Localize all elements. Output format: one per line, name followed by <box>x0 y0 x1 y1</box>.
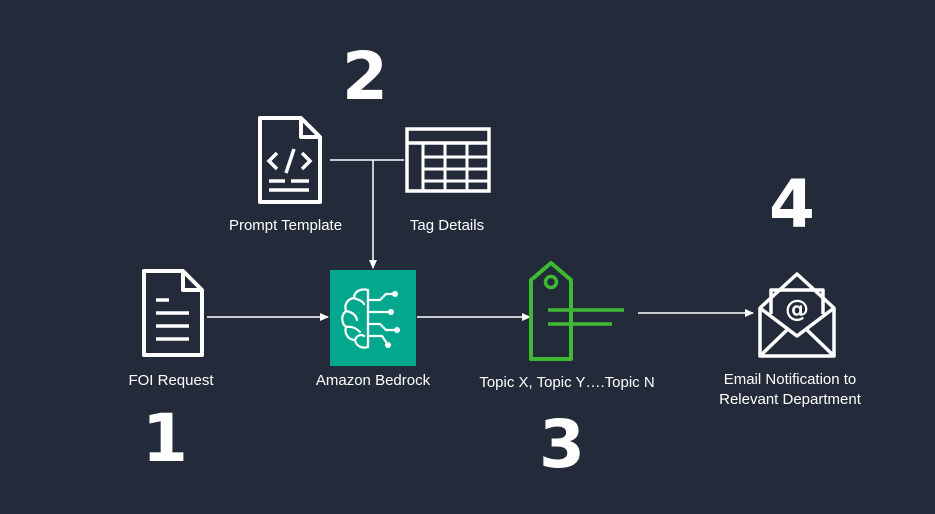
step-number-4: 4 <box>769 166 815 243</box>
step-number-1: 1 <box>142 400 188 477</box>
table-icon <box>405 127 491 193</box>
email-notification-label-line1: Email Notification to <box>723 371 857 388</box>
amazon-bedrock-label: Amazon Bedrock <box>315 372 431 389</box>
tag-icon <box>528 260 628 362</box>
code-document-icon <box>257 115 323 205</box>
email-open-icon: @ <box>757 270 837 360</box>
foi-request-label: FOI Request <box>128 372 214 389</box>
brain-circuit-icon <box>330 270 416 366</box>
prompt-template-label: Prompt Template <box>228 217 343 234</box>
step-number-3: 3 <box>539 406 585 483</box>
email-notification-label-line2: Relevant Department <box>719 391 861 408</box>
document-icon <box>141 268 205 358</box>
topics-label: Topic X, Topic Y….Topic N <box>479 374 655 391</box>
svg-text:@: @ <box>785 295 809 323</box>
step-number-2: 2 <box>342 38 388 115</box>
tag-details-label: Tag Details <box>409 217 485 234</box>
